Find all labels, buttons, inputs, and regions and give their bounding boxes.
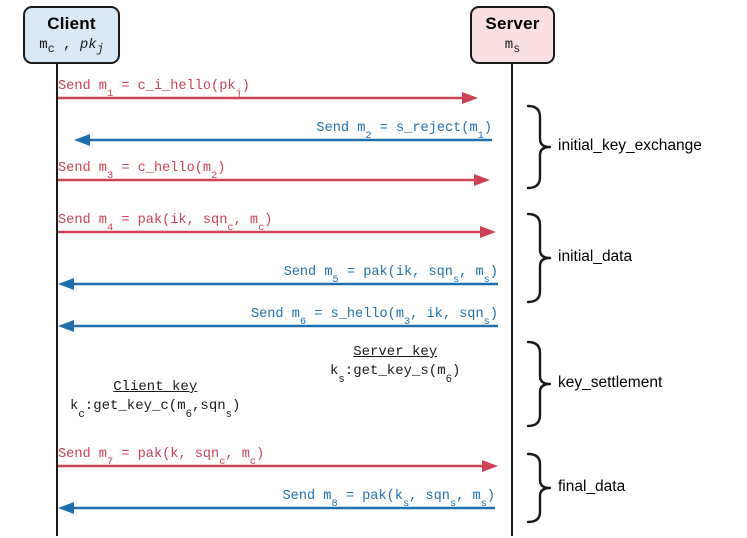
phase-initial-key-exchange: initial_key_exchange bbox=[524, 104, 739, 190]
message-m7-arrow bbox=[58, 460, 498, 472]
note-client-key-body: kc:get_key_c(m6,sqns) bbox=[70, 398, 241, 421]
message-m8: Send m8 = pak(ks, sqns, ms) bbox=[58, 480, 495, 514]
server-lifeline bbox=[511, 64, 514, 536]
message-m5: Send m5 = pak(ik, sqns, ms) bbox=[58, 256, 498, 290]
note-client-key: Client key kc:get_key_c(m6,sqns) bbox=[70, 378, 241, 421]
note-server-key: Server key ks:get_key_s(m6) bbox=[330, 343, 461, 386]
phase-key-settlement: key_settlement bbox=[524, 340, 739, 428]
message-m3: Send m3 = c_hello(m2) bbox=[58, 152, 490, 186]
actor-server: Server ms bbox=[470, 6, 555, 64]
message-m8-label: Send m8 = pak(ks, sqns, ms) bbox=[282, 489, 495, 511]
message-m3-label: Send m3 = c_hello(m2) bbox=[58, 161, 226, 183]
server-title: Server bbox=[485, 13, 540, 33]
note-server-key-title: Server key bbox=[353, 344, 438, 360]
phase-initial-data: initial_data bbox=[524, 212, 739, 304]
message-m6-arrow bbox=[58, 320, 498, 332]
brace-icon bbox=[526, 104, 552, 190]
brace-icon bbox=[526, 340, 552, 428]
message-m7-label: Send m7 = pak(k, sqnc, mc) bbox=[58, 447, 265, 469]
message-m6: Send m6 = s_hello(m3, ik, sqns) bbox=[58, 298, 498, 332]
message-m6-label: Send m6 = s_hello(m3, ik, sqns) bbox=[250, 307, 498, 329]
brace-icon bbox=[526, 212, 552, 304]
message-m4: Send m4 = pak(ik, sqnc, mc) bbox=[58, 204, 496, 238]
message-m1-arrow bbox=[58, 92, 478, 104]
message-m4-arrow bbox=[58, 226, 496, 238]
note-client-key-title: Client key bbox=[113, 379, 198, 395]
message-m4-label: Send m4 = pak(ik, sqnc, mc) bbox=[58, 213, 273, 235]
phase-label-initial-key-exchange: initial_key_exchange bbox=[558, 137, 702, 154]
phase-final-data: final_data bbox=[524, 452, 739, 524]
brace-icon bbox=[526, 452, 552, 524]
message-m1-label: Send m1 = c_i_hello(pkj) bbox=[58, 79, 250, 101]
message-m3-arrow bbox=[58, 174, 490, 186]
message-m8-arrow bbox=[58, 502, 495, 514]
phase-label-initial-data: initial_data bbox=[558, 248, 633, 265]
message-m2: Send m2 = s_reject(m1) bbox=[74, 112, 492, 146]
message-m1: Send m1 = c_i_hello(pkj) bbox=[58, 70, 478, 104]
message-m5-arrow bbox=[58, 278, 498, 290]
message-m7: Send m7 = pak(k, sqnc, mc) bbox=[58, 438, 498, 472]
phase-label-key-settlement: key_settlement bbox=[558, 374, 663, 391]
client-lifeline bbox=[56, 64, 59, 536]
server-state: ms bbox=[504, 36, 521, 56]
phase-label-final-data: final_data bbox=[558, 478, 626, 495]
message-m2-label: Send m2 = s_reject(m1) bbox=[316, 121, 492, 143]
client-title: Client bbox=[47, 13, 96, 33]
message-m5-label: Send m5 = pak(ik, sqns, ms) bbox=[283, 265, 498, 287]
message-m2-arrow bbox=[74, 134, 492, 146]
actor-client: Client mc , pkj bbox=[23, 6, 120, 64]
client-state: mc , pkj bbox=[39, 36, 104, 56]
note-server-key-body: ks:get_key_s(m6) bbox=[330, 363, 461, 386]
